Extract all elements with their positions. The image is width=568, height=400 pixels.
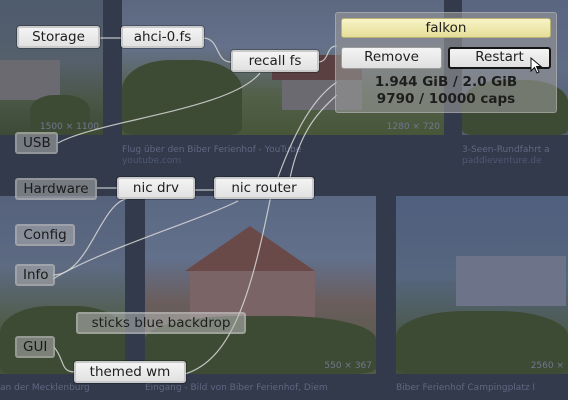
- thumbnail-resolution: 1500 × 1100: [39, 122, 99, 132]
- popup-button-row: Remove Restart: [341, 47, 551, 69]
- node-gui[interactable]: GUI: [15, 336, 55, 358]
- caption-5: Biber Ferienhof Campingplatz I: [396, 383, 536, 393]
- caption-3: an der Mecklenburg: [0, 383, 90, 393]
- thumbnail-resolution: 2560 ×: [530, 361, 564, 371]
- mouse-cursor-icon: [530, 57, 543, 74]
- caption-4: Eingang - Bild von Biber Ferienhof, Diem: [145, 383, 328, 393]
- caption-2: 3-Seen-Rundfahrt a paddleventure.de: [462, 145, 550, 166]
- node-ahci-0-fs[interactable]: ahci-0.fs: [121, 26, 204, 48]
- thumbnail-resolution: 550 × 367: [324, 361, 372, 371]
- component-popup: falkon Remove Restart 1.944 GiB / 2.0 Gi…: [335, 12, 557, 113]
- wire-recall-popup: [317, 45, 338, 63]
- node-themed-wm[interactable]: themed wm: [74, 361, 186, 383]
- node-recall-fs[interactable]: recall fs: [231, 50, 319, 72]
- node-hardware[interactable]: Hardware: [15, 178, 97, 200]
- popup-title: falkon: [341, 18, 551, 38]
- restart-button[interactable]: Restart: [448, 47, 551, 69]
- remove-button[interactable]: Remove: [341, 47, 442, 69]
- caps-quota: 9790 / 10000 caps: [376, 91, 516, 107]
- node-sticks-blue-backdrop[interactable]: sticks blue backdrop: [76, 312, 246, 334]
- node-storage[interactable]: Storage: [17, 26, 100, 48]
- thumbnail-1: 1500 × 1100: [0, 0, 103, 135]
- wire-themedwm-popup: [184, 81, 338, 375]
- caption-1: Flug über den Biber Ferienhof - YouTube …: [122, 145, 302, 166]
- node-nic-drv[interactable]: nic drv: [117, 177, 195, 199]
- node-nic-router[interactable]: nic router: [214, 177, 314, 199]
- node-usb[interactable]: USB: [15, 132, 58, 154]
- node-info[interactable]: Info: [15, 264, 55, 286]
- wire-nicrouter-popup: [289, 94, 338, 179]
- wire-gui-themedwm: [53, 346, 76, 373]
- wire-ahci-recall: [202, 37, 232, 63]
- thumbnail-resolution: 1280 × 720: [386, 122, 440, 132]
- node-config[interactable]: Config: [15, 224, 75, 246]
- ram-quota: 1.944 GiB / 2.0 GiB: [374, 74, 518, 90]
- wire-recall-usb: [57, 72, 261, 144]
- wire-info-nicrouter: [52, 200, 239, 280]
- thumbnail-6: 2560 ×: [396, 196, 568, 374]
